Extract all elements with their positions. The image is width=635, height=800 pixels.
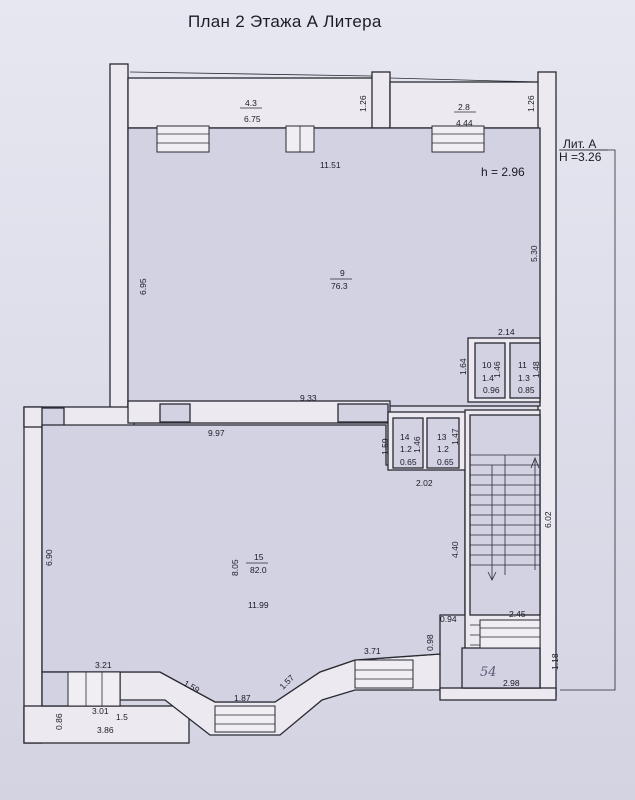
dim-right-upper: 5.30 <box>529 245 539 262</box>
wall-top-pier <box>371 71 391 129</box>
wall-top-right <box>389 81 541 129</box>
dim-small-height: 1.59 <box>380 438 390 455</box>
window-1 <box>156 125 210 153</box>
dim-top-left-area: 4.3 <box>245 98 257 108</box>
top-line-right <box>389 77 539 83</box>
door-mid-right <box>337 403 389 423</box>
dim-stair-left: 4.40 <box>450 541 460 558</box>
dim-small-width: 2.02 <box>416 478 433 488</box>
room-14-number: 14 <box>400 432 410 442</box>
room-14 <box>392 417 424 469</box>
dim-wc-height: 1.64 <box>458 358 468 375</box>
window-7 <box>479 619 541 649</box>
dim-right-lower: 3.71 <box>364 646 381 656</box>
room-14-area: 1.2 <box>400 444 412 454</box>
room-15-area: 82.0 <box>250 565 267 575</box>
room-9-area: 76.3 <box>331 281 348 291</box>
room-14-height: 1.46 <box>412 436 422 453</box>
wall-bottom-left <box>23 705 190 744</box>
room-10-width: 0.96 <box>483 385 500 395</box>
handwritten-mark: 54 <box>480 665 497 680</box>
dim-wc-width: 2.14 <box>498 327 515 337</box>
room-bottom-right <box>461 647 541 689</box>
dim-mid-wall: 9.33 <box>300 393 317 403</box>
room-13-width: 0.65 <box>437 457 454 467</box>
room-15-number: 15 <box>254 552 264 562</box>
room-10 <box>474 342 506 399</box>
dim-door-height: 0.98 <box>425 634 435 651</box>
room-14-width: 0.65 <box>400 457 417 467</box>
room-11-width: 0.85 <box>518 385 535 395</box>
room-11-area: 1.3 <box>518 373 530 383</box>
dim-hall-lower-height: 8.05 <box>230 559 240 576</box>
dim-bay-bottom: 1.87 <box>234 693 251 703</box>
room-bottom-left-area: 1.5 <box>116 712 128 722</box>
window-5 <box>214 705 276 733</box>
room-11 <box>509 342 541 399</box>
window-3 <box>431 125 485 153</box>
room-13-height: 1.47 <box>450 428 460 445</box>
dim-hall-top: 11.51 <box>320 160 341 170</box>
dim-lower-left: 6.90 <box>44 549 54 566</box>
windows <box>67 125 541 733</box>
dim-top-right-area: 2.8 <box>458 102 470 112</box>
dim-bottom-right-width: 2.98 <box>503 678 520 688</box>
plan-title: План 2 Этажа А Литера <box>188 12 382 31</box>
liter-name: Лит. А <box>563 137 596 151</box>
room-11-number: 11 <box>518 360 527 370</box>
wall-left-step <box>23 406 135 428</box>
wall-right <box>537 71 557 697</box>
liter-height: H =3.26 <box>559 150 602 164</box>
ceiling-height: h = 2.96 <box>481 165 525 179</box>
dim-door-gap: 0.94 <box>440 614 457 624</box>
dim-bottom-left-inner: 3.01 <box>92 706 109 716</box>
dim-bottom-left-width: 3.21 <box>95 660 112 670</box>
dim-stair-length: 6.02 <box>543 511 553 528</box>
wall-top-left <box>127 77 374 129</box>
dim-top-right-width: 4.44 <box>456 118 473 128</box>
dim-lower-top: 9.97 <box>208 428 225 438</box>
wall-left-upper <box>109 63 129 410</box>
room-13 <box>426 417 460 469</box>
dim-left-upper: 6.95 <box>138 278 148 295</box>
dim-bottom-right-height: 1.18 <box>550 653 560 670</box>
room-11-height: 1.48 <box>531 361 541 378</box>
room-10-height: 1.46 <box>492 361 502 378</box>
dim-stair-width: 2.45 <box>509 609 526 619</box>
room-13-number: 13 <box>437 432 447 442</box>
window-6 <box>354 659 414 689</box>
dim-top-left-width: 6.75 <box>244 114 261 124</box>
room-10-number: 10 <box>482 360 492 370</box>
wall-left-lower <box>23 406 43 744</box>
dim-hall-lower-width: 11.99 <box>248 600 269 610</box>
room-10-area: 1.4 <box>482 373 494 383</box>
top-line-left <box>129 71 373 77</box>
wall-bottom-right <box>439 687 557 701</box>
dim-bottom-left-depth: 0.86 <box>54 713 64 730</box>
door-mid <box>159 403 191 423</box>
room-9-number: 9 <box>340 268 345 278</box>
dim-bottom-left-outer: 3.86 <box>97 725 114 735</box>
room-13-area: 1.2 <box>437 444 449 454</box>
dim-top-right-pier: 1.26 <box>526 95 536 112</box>
dim-top-mid-pier: 1.26 <box>358 95 368 112</box>
liter-outline <box>560 149 616 691</box>
window-4 <box>67 671 121 707</box>
